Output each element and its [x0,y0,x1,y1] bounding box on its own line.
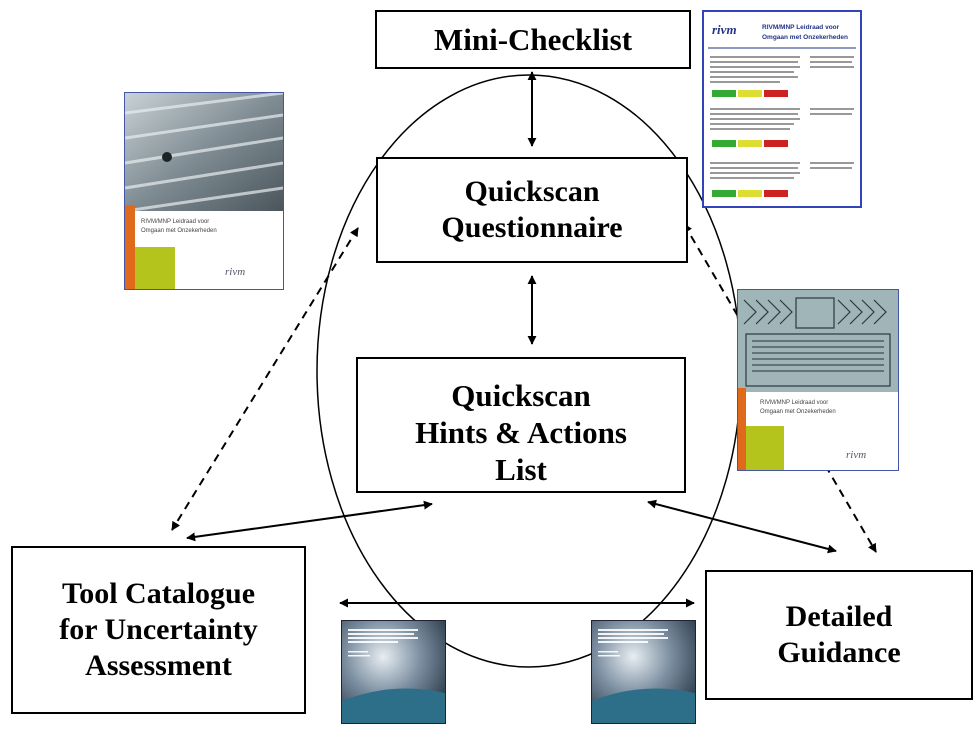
svg-text:rivm: rivm [846,449,866,461]
svg-text:RIVM/MNP Leidraad voor: RIVM/MNP Leidraad voor [762,24,840,31]
arrow-hints-toolcatalogue [186,500,433,542]
tool-catalogue-line-3: Assessment [85,649,232,682]
questionnaire-line-2: Questionnaire [441,211,623,244]
tool-catalogue-box: Tool Catalogue for Uncertainty Assessmen… [11,546,306,714]
dashed-arrow-left [171,227,359,531]
guidance-line-2: Guidance [777,636,901,669]
guidance-line-1: Detailed [785,600,893,633]
hints-actions-box: Quickscan Hints & Actions List [356,357,686,493]
svg-text:Omgaan met Onzekerheden: Omgaan met Onzekerheden [760,409,836,415]
detailed-guidance-book-thumbnail: RIVM/MNP Leidraad voor Omgaan met Onzeke… [737,289,899,471]
mini-checklist-label: Mini-Checklist [433,21,633,57]
arrow-hints-guidance [647,499,837,554]
mini-checklist-box: Mini-Checklist [375,10,691,69]
svg-text:Omgaan met Onzekerheden: Omgaan met Onzekerheden [762,34,848,41]
dashed-arrow-right [683,223,877,553]
hints-line-1: Quickscan [451,378,591,413]
tool-catalogue-cover-left [341,620,446,724]
tool-catalogue-cover-right [591,620,696,724]
tool-catalogue-line-2: for Uncertainty [59,613,258,646]
hints-line-2: Hints & Actions [415,415,627,451]
quickscan-book-thumbnail: RIVM/MNP Leidraad voor Omgaan met Onzeke… [124,92,284,290]
mini-checklist-document-thumbnail: rivm RIVM/MNP Leidraad voor Omgaan met O… [702,10,862,208]
questionnaire-line-1: Quickscan [464,175,600,208]
svg-text:rivm: rivm [225,266,245,278]
detailed-guidance-box: Detailed Guidance [705,570,973,700]
svg-text:Omgaan met Onzekerheden: Omgaan met Onzekerheden [141,228,217,234]
quickscan-questionnaire-box: Quickscan Questionnaire [376,157,688,263]
svg-text:RIVM/MNP Leidraad voor: RIVM/MNP Leidraad voor [141,219,209,225]
tool-catalogue-line-1: Tool Catalogue [61,577,256,610]
doc-brand-logo: rivm [712,22,737,37]
svg-text:RIVM/MNP Leidraad voor: RIVM/MNP Leidraad voor [760,400,828,406]
hints-line-3: List [495,452,547,488]
